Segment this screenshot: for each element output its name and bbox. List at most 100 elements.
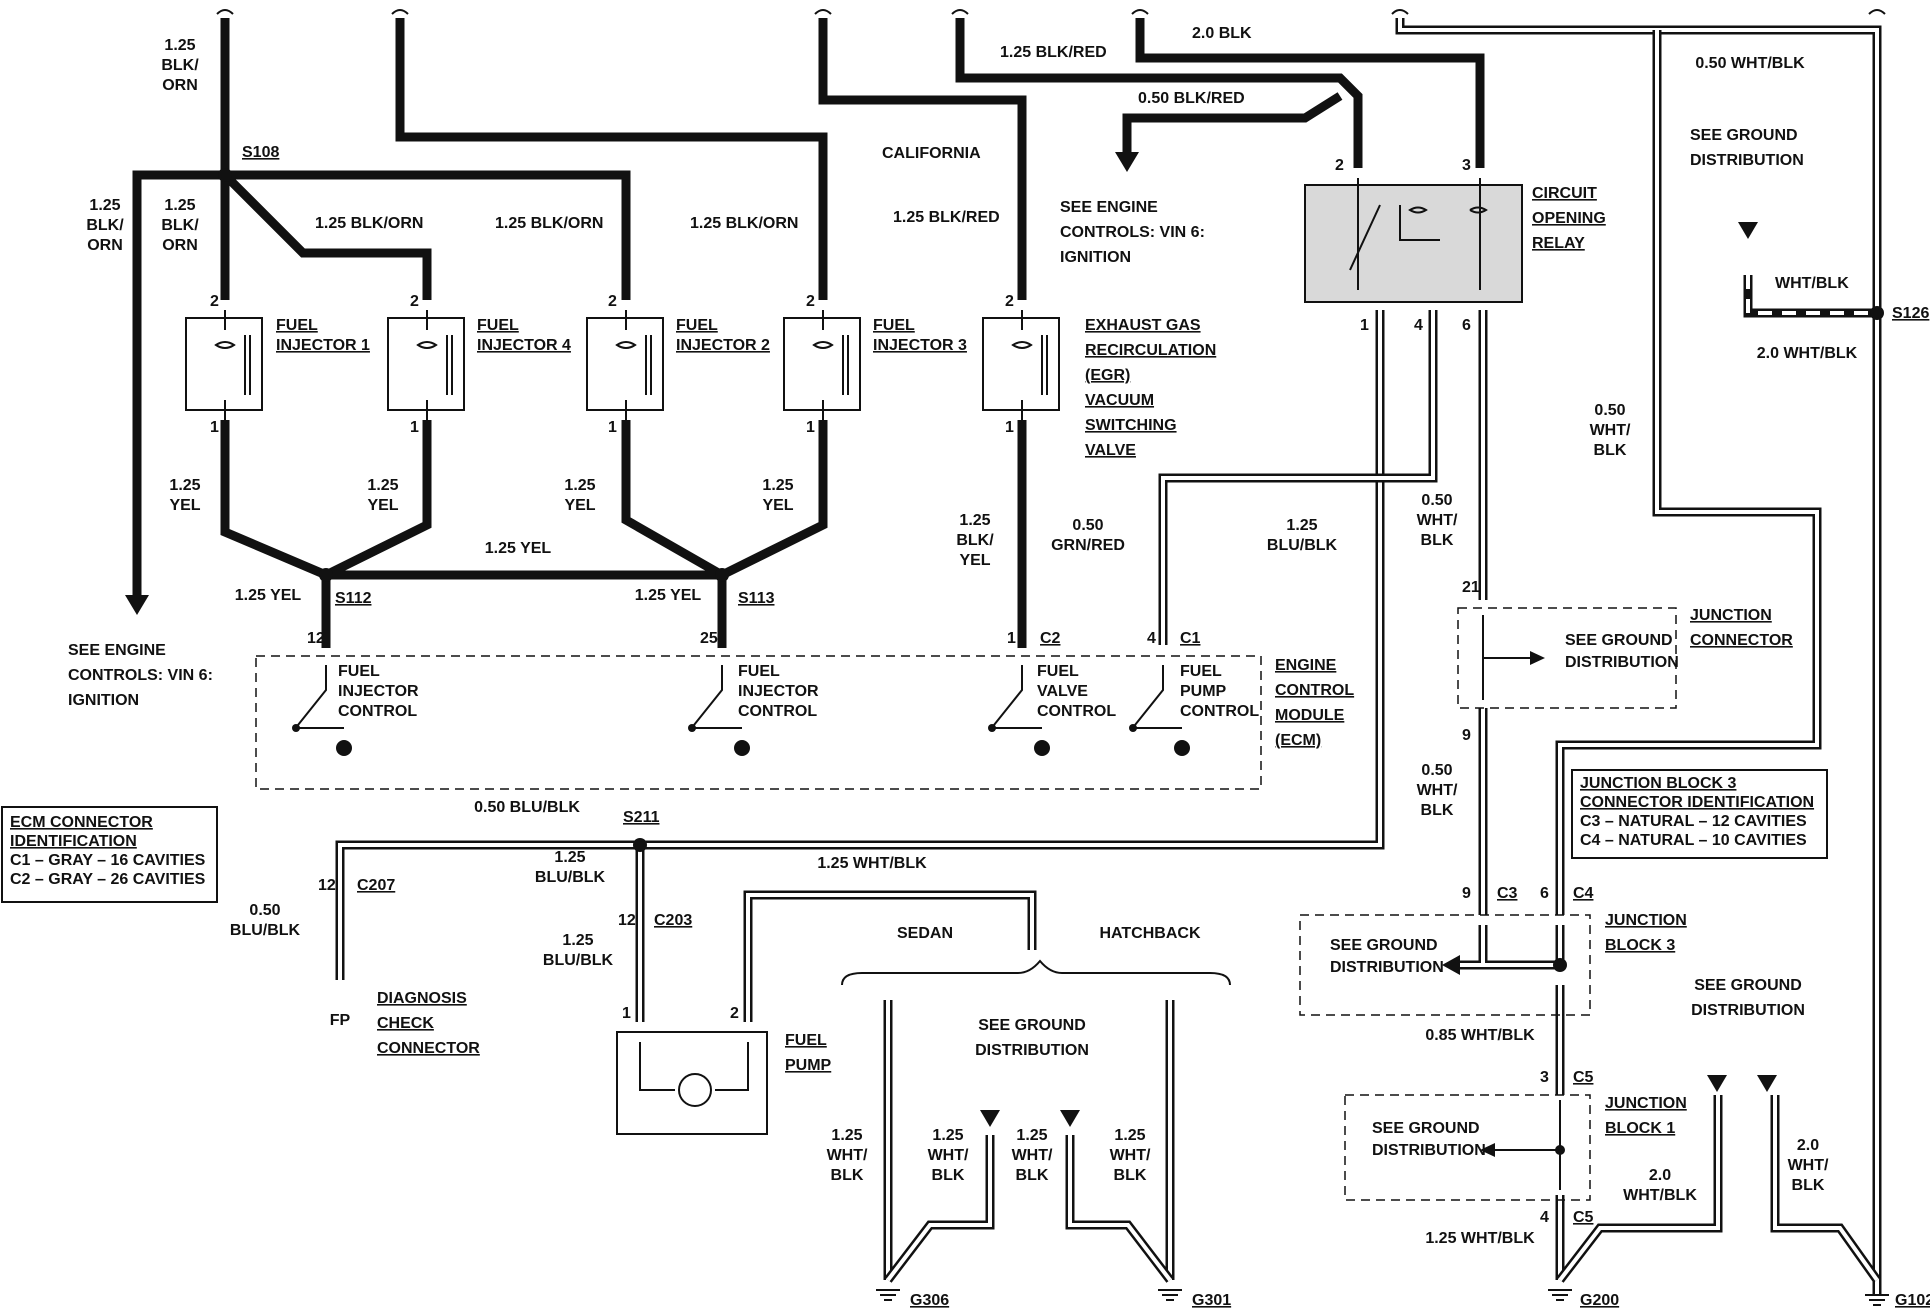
ecm-switches [292, 665, 1190, 756]
components-ecm_fic1-line-2: CONTROL [338, 703, 417, 720]
wire_labels-w_s126_dn: 2.0 WHT/BLK [1757, 345, 1858, 362]
components-inj3-line-0: FUEL [873, 317, 915, 334]
injector-4 [387, 310, 465, 420]
junction-block-1-box [1344, 1094, 1591, 1201]
notes-see_ground_pump-line-0: SEE GROUND [978, 1017, 1086, 1034]
wire_labels-w_right_mid-line-1: WHT/ [1590, 422, 1631, 439]
wire_labels-w_g102_l-line-2: BLK [1792, 1177, 1825, 1194]
arrow-egr-controls [1115, 152, 1139, 172]
wire_labels-w_relay_050: 0.50 BLK/RED [1138, 90, 1245, 107]
ground-arrow-s126 [1738, 222, 1758, 239]
components-jb3-line-1: BLOCK 3 [1605, 937, 1675, 954]
pin-pump2: 2 [730, 1005, 739, 1022]
sedan-hatchback-brace [841, 959, 1231, 986]
wire_labels-w_g200_r-line-1: WHT/BLK [1623, 1187, 1697, 1204]
jb3_conn_box-line-3: C4 – NATURAL – 10 CAVITIES [1580, 832, 1807, 849]
jb3-arrow [1442, 955, 1460, 975]
connectors-c4: C4 [1573, 885, 1594, 902]
ecm-box [255, 655, 1262, 790]
notes-see_ground_jc-line-0: SEE GROUND [1565, 632, 1673, 649]
wire-relay-pin3 [1135, 18, 1485, 168]
wire_labels-w_pump_top: 1.25 WHT/BLK [817, 855, 927, 872]
wire_labels-w_relay6-line-1: WHT/ [1417, 512, 1458, 529]
components-dcc-line-2: CONNECTOR [377, 1040, 480, 1057]
wire_labels-w_g301_l-line-2: BLK [1016, 1167, 1049, 1184]
notes-see_engine_left-line-1: CONTROLS: VIN 6: [68, 667, 213, 684]
wire_labels-w_inj4_dn-line-0: 1.25 [367, 477, 398, 494]
components-pump-line-1: PUMP [785, 1057, 832, 1074]
wire_labels-w_inj2_up: 1.25 BLK/ORN [495, 215, 603, 232]
wire_labels-w_s112_s113: 1.25 YEL [485, 540, 552, 557]
wire_labels-w_inj4_up: 1.25 BLK/ORN [315, 215, 423, 232]
components-ecm_fvc-line-1: VALVE [1037, 683, 1088, 700]
wire_labels-w_right_mid-line-2: BLK [1594, 442, 1627, 459]
wire_labels-w_c203_dn-line-0: 1.25 [562, 932, 593, 949]
wire_labels-w_c207_dn-line-0: 0.50 [249, 902, 280, 919]
wire_labels-w_g301_r-line-2: BLK [1114, 1167, 1147, 1184]
notes-see_engine_mid-line-0: SEE ENGINE [1060, 199, 1158, 216]
grounds-g301: G301 [1192, 1292, 1231, 1309]
jc-branch [1482, 615, 1535, 700]
wire_labels-w_jc_dn-line-0: 0.50 [1421, 762, 1452, 779]
pin-inj2_b: 1 [608, 419, 617, 436]
wire_labels-w_g301_r-line-0: 1.25 [1114, 1127, 1145, 1144]
notes-see_ground_jb3-line-0: SEE GROUND [1330, 937, 1438, 954]
wire_labels-w_s112_dn: 1.25 YEL [235, 587, 302, 604]
injector-3 [783, 310, 861, 420]
components-egr-line-0: EXHAUST GAS [1085, 317, 1201, 334]
pin-relay3: 3 [1462, 157, 1471, 174]
egr-valve [982, 310, 1060, 420]
wire_labels-w_inj2_dn-line-0: 1.25 [564, 477, 595, 494]
notes-see_ground_right-line-0: SEE GROUND [1694, 977, 1802, 994]
arrow-left-down [125, 595, 149, 615]
splices-s112: S112 [335, 590, 372, 607]
components-jc-line-1: CONNECTOR [1690, 632, 1793, 649]
components-ecm_fpc-line-1: PUMP [1180, 683, 1227, 700]
ecm_conn_box-line-3: C2 – GRAY – 26 CAVITIES [10, 871, 206, 888]
pin-ecm12: 12 [307, 630, 325, 647]
fuel-pump [616, 1031, 768, 1135]
components-inj4-line-1: INJECTOR 4 [477, 337, 571, 354]
wire_labels-w_g306_l-line-1: WHT/ [827, 1147, 868, 1164]
wire_labels-w_c203_dn-line-1: BLU/BLK [543, 952, 614, 969]
connectors-c1: C1 [1180, 630, 1201, 647]
components-dcc-line-1: CHECK [377, 1015, 434, 1032]
components-inj1-line-0: FUEL [276, 317, 318, 334]
grounds-g200: G200 [1580, 1292, 1619, 1309]
wire_labels-w_egr_up: 1.25 BLK/RED [893, 209, 1000, 226]
pin-inj4_b: 1 [410, 419, 419, 436]
components-pump-line-0: FUEL [785, 1032, 827, 1049]
components-relay-line-2: RELAY [1532, 235, 1585, 252]
components-inj2-line-0: FUEL [676, 317, 718, 334]
components-ecm-line-3: (ECM) [1275, 732, 1321, 749]
wire-s108-left [132, 170, 225, 598]
splice-s126-dot [1870, 306, 1884, 320]
connectors-c2: C2 [1040, 630, 1061, 647]
wire-injector3-feed [395, 18, 828, 300]
pin-c203: 12 [618, 912, 636, 929]
wire-inj1-s112 [220, 420, 328, 580]
splice-s108-dot [218, 168, 232, 182]
injector-1 [185, 310, 263, 420]
wire_labels-w_jb1_dn: 1.25 WHT/BLK [1425, 1230, 1535, 1247]
components-inj2-line-1: INJECTOR 2 [676, 337, 770, 354]
connectors-c5a: C5 [1573, 1069, 1594, 1086]
pin-relay2: 2 [1335, 157, 1344, 174]
wire_labels-w_inj3_dn-line-0: 1.25 [762, 477, 793, 494]
components-egr-line-1: RECIRCULATION [1085, 342, 1216, 359]
notes-see_ground_top-line-0: SEE GROUND [1690, 127, 1798, 144]
components-jb1-line-1: BLOCK 1 [1605, 1120, 1675, 1137]
wire_labels-w_blu_blk-line-0: 1.25 [1286, 517, 1317, 534]
wire_labels-w_g301_r-line-1: WHT/ [1110, 1147, 1151, 1164]
notes-see_ground_right-line-1: DISTRIBUTION [1691, 1002, 1805, 1019]
wire-relay-pin2 [955, 18, 1363, 168]
wire_labels-w_inj1_dn-line-1: YEL [169, 497, 200, 514]
wire-relay-050 [1122, 92, 1343, 158]
ecm_conn_box-line-1: IDENTIFICATION [10, 833, 137, 850]
components-egr-line-5: VALVE [1085, 442, 1136, 459]
components-ecm_fic2-line-2: CONTROL [738, 703, 817, 720]
components-ecm-line-0: ENGINE [1275, 657, 1337, 674]
notes-see_ground_jb1-line-0: SEE GROUND [1372, 1120, 1480, 1137]
wire_labels-w_g102_l-line-1: WHT/ [1788, 1157, 1829, 1174]
